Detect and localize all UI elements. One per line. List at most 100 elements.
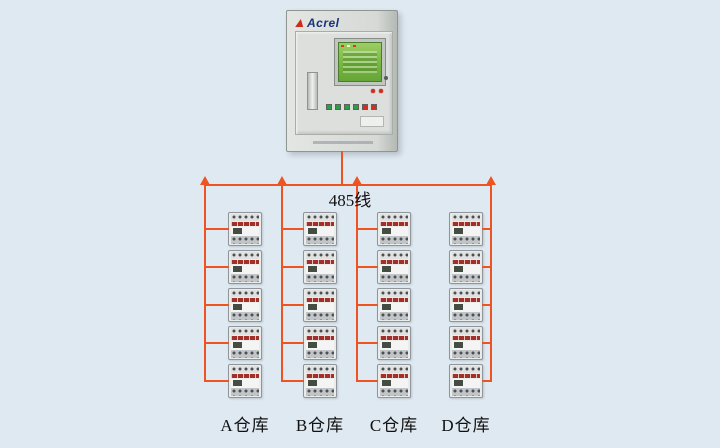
- stub-wire: [358, 304, 378, 306]
- brand-stripe: [452, 298, 480, 302]
- device-column-c: [358, 212, 411, 398]
- stub-wire: [482, 304, 490, 306]
- red-led-icon: [371, 89, 375, 93]
- terminal-row-bottom: [231, 350, 259, 358]
- stub-wire: [283, 342, 304, 344]
- device-face: [380, 265, 408, 274]
- control-cabinet: Acrel: [286, 10, 398, 152]
- meter-device: [206, 250, 262, 284]
- device-face: [306, 303, 334, 312]
- stub-wire: [206, 304, 229, 306]
- brand-stripe: [452, 336, 480, 340]
- meter-device: [358, 364, 411, 398]
- meter-device: [358, 288, 411, 322]
- stub-wire: [283, 228, 304, 230]
- stub-wire: [358, 266, 378, 268]
- terminal-row-top: [380, 214, 408, 221]
- screen-bezel: [334, 38, 386, 86]
- stub-wire: [206, 342, 229, 344]
- device-face: [306, 379, 334, 388]
- terminal-row-bottom: [306, 388, 334, 396]
- device-display: [454, 380, 463, 386]
- stub-wire: [206, 380, 229, 382]
- brand-stripe: [231, 222, 259, 226]
- terminal-row-bottom: [380, 274, 408, 282]
- meter-device: [449, 212, 490, 246]
- stub-wire: [206, 228, 229, 230]
- device-face: [380, 303, 408, 312]
- column-drop-wire-b: [281, 184, 283, 382]
- column-drop-wire-c: [356, 184, 358, 382]
- stub-wire: [358, 228, 378, 230]
- column-label-a: A仓库: [220, 416, 270, 435]
- terminal-row-top: [452, 252, 480, 259]
- device-face: [306, 265, 334, 274]
- stub-wire: [283, 380, 304, 382]
- device-column-b: [283, 212, 337, 398]
- terminal-row-top: [306, 328, 334, 335]
- device-display: [308, 342, 317, 348]
- terminal-row-top: [380, 290, 408, 297]
- meter-device: [206, 288, 262, 322]
- terminal-row-bottom: [452, 274, 480, 282]
- device-display: [382, 342, 391, 348]
- acrel-logo-icon: [295, 19, 305, 27]
- brand-stripe: [306, 336, 334, 340]
- device-face: [452, 265, 480, 274]
- column-label-b: B仓库: [295, 416, 345, 435]
- bus-label: 485线: [328, 191, 372, 210]
- indicator-leds: [371, 89, 383, 93]
- terminal-row-bottom: [452, 312, 480, 320]
- device-display: [308, 304, 317, 310]
- device-display: [382, 228, 391, 234]
- brand-stripe: [380, 374, 408, 378]
- rs485-bus-wire: [204, 184, 492, 186]
- arrowhead-icon: [200, 176, 210, 185]
- device-face: [231, 227, 259, 236]
- lcd-screen: [338, 42, 382, 82]
- column-label-c: C仓库: [369, 416, 419, 435]
- meter-device: [358, 250, 411, 284]
- column-drop-wire-a: [204, 184, 206, 382]
- device-display: [382, 266, 391, 272]
- arrowhead-icon: [277, 176, 287, 185]
- device-face: [306, 227, 334, 236]
- brand-stripe: [380, 336, 408, 340]
- meter-device: [449, 250, 490, 284]
- label-sticker: [360, 116, 384, 127]
- terminal-row-top: [306, 366, 334, 373]
- stub-wire: [206, 266, 229, 268]
- terminal-row-top: [380, 328, 408, 335]
- acrel-logo: Acrel: [295, 16, 340, 30]
- device-face: [231, 379, 259, 388]
- brand-stripe: [306, 298, 334, 302]
- terminal-row-top: [231, 214, 259, 221]
- terminal-row-top: [452, 366, 480, 373]
- brand-stripe: [452, 222, 480, 226]
- device-display: [308, 266, 317, 272]
- handle-slot: [307, 72, 318, 110]
- terminal-row-bottom: [306, 312, 334, 320]
- brand-stripe: [231, 260, 259, 264]
- brand-stripe: [452, 374, 480, 378]
- device-display: [454, 342, 463, 348]
- meter-device: [283, 288, 337, 322]
- device-face: [380, 379, 408, 388]
- stub-wire: [482, 342, 490, 344]
- device-face: [380, 341, 408, 350]
- door-lock: [384, 76, 388, 80]
- terminal-row-bottom: [231, 274, 259, 282]
- meter-device: [206, 326, 262, 360]
- button-row: [326, 104, 377, 110]
- brand-stripe: [380, 260, 408, 264]
- terminal-row-top: [452, 290, 480, 297]
- device-face: [231, 265, 259, 274]
- red-led-icon: [379, 89, 383, 93]
- green-button-icon: [344, 104, 350, 110]
- terminal-row-bottom: [380, 312, 408, 320]
- terminal-row-top: [306, 252, 334, 259]
- device-face: [452, 303, 480, 312]
- device-display: [233, 304, 242, 310]
- device-face: [452, 341, 480, 350]
